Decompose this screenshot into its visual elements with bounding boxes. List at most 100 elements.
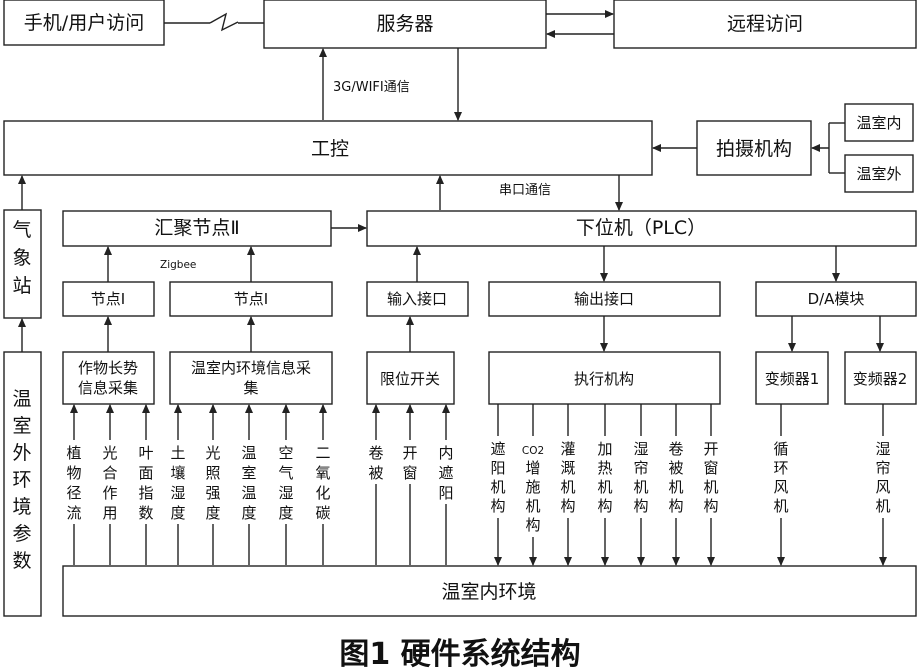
- phone-access-box: [3, 0, 165, 46]
- outdoor-params-char: 室: [12, 415, 31, 437]
- serial-link-label: 串口通信: [499, 183, 551, 198]
- sensor-label-char: 温: [241, 444, 256, 462]
- actuator-label-char: 构: [490, 497, 505, 515]
- crop-growth-label-line: 信息采集: [78, 379, 138, 397]
- sensor-label-char: 氧: [315, 464, 330, 482]
- sensor-label-char: 径: [66, 484, 81, 502]
- actuator-label-char: 机: [525, 497, 540, 515]
- sensor-label-char: 度: [170, 504, 185, 522]
- actuator-label-char: 热: [597, 459, 612, 477]
- actuator-label-char: 阳: [490, 459, 505, 477]
- sensor-label-bg: [367, 440, 385, 484]
- remote-access-label: 远程访问: [727, 13, 803, 35]
- outdoor-params-char: 数: [12, 550, 31, 572]
- camera-unit-box: [696, 120, 812, 176]
- indoor-env-label: 温室内环境: [441, 581, 536, 603]
- actuator-label-bg: [630, 436, 652, 518]
- actuator-label-char: 灌: [560, 440, 575, 458]
- sensor-label-char: 二: [315, 444, 330, 462]
- actuator-label-char: 加: [597, 440, 612, 458]
- weather-station-char: 气: [12, 219, 31, 241]
- actuator-label-char: 机: [773, 497, 788, 515]
- outdoor-params-char: 境: [12, 496, 31, 518]
- actuator-label-char: 构: [633, 497, 648, 515]
- sink-node-box: [62, 210, 332, 247]
- actuator-label-bg: [770, 436, 792, 518]
- sensor-label-char: 碳: [315, 504, 330, 522]
- phone-access-label: 手机/用户访问: [24, 12, 144, 34]
- actuators-box: [488, 351, 721, 405]
- sensor-label-char: 度: [278, 504, 293, 522]
- limit-switch-box: [366, 351, 455, 405]
- sensor-label: 内遮阳: [437, 440, 455, 504]
- actuator-label-char: 施: [525, 478, 540, 496]
- actuator-label-char: 机: [668, 478, 683, 496]
- outdoor-params-box: [3, 351, 42, 617]
- crop-growth-label-line: 作物长势: [78, 359, 138, 377]
- inverter1-label: 变频器1: [765, 370, 820, 388]
- sensor-label-bg: [169, 440, 187, 524]
- actuator-label-char: 湿: [875, 440, 890, 458]
- outdoor-params-char: 参: [12, 523, 31, 545]
- zigbee-label: Zigbee: [160, 259, 196, 271]
- actuator-label-char: 机: [633, 478, 648, 496]
- sensor-label-char: 开: [402, 444, 417, 462]
- actuator-label-bg: [522, 436, 544, 537]
- actuator-label-char: 卷: [668, 440, 683, 458]
- sensor-label-char: 照: [205, 464, 220, 482]
- sensor-label-bg: [277, 440, 295, 524]
- sensor-label-char: 气: [278, 464, 293, 482]
- sensor-label-char: 流: [66, 504, 81, 522]
- output-interface-box: [488, 281, 721, 317]
- sensor-label-bg: [240, 440, 258, 524]
- outdoor-params-char: 外: [12, 442, 31, 464]
- sensor-label-char: 湿: [278, 484, 293, 502]
- sensor-label-char: 度: [205, 504, 220, 522]
- sensor-label-char: 化: [315, 484, 330, 502]
- actuator-label-bg: [594, 436, 616, 518]
- sink-node-label: 汇聚节点Ⅱ: [154, 217, 239, 239]
- sensor-label-char: 用: [102, 504, 117, 522]
- sensor-label-char: 窗: [402, 464, 417, 482]
- cam-outside-label: 温室外: [856, 165, 901, 183]
- sensor-label-char: 叶: [138, 444, 153, 462]
- actuator-label-char: 增: [525, 459, 540, 477]
- actuator-label-char: 帘: [875, 459, 890, 477]
- sensor-label-char: 空: [278, 444, 293, 462]
- actuator-label-char: 构: [560, 497, 575, 515]
- sensor-label-char: 阳: [438, 484, 453, 502]
- cam-outside-box: [844, 154, 914, 193]
- actuator-label-char: 构: [525, 516, 540, 534]
- sensor-label: 开窗: [401, 440, 419, 484]
- sensor-label-char: 物: [66, 464, 81, 482]
- input-interface-box: [366, 281, 469, 317]
- sensor-label-bg: [401, 440, 419, 484]
- da-module-box: [755, 281, 917, 317]
- node-left-label: 节点Ⅰ: [91, 290, 125, 308]
- actuator-label-char: 风: [773, 478, 788, 496]
- server-box: [263, 0, 547, 49]
- cam-inside-label: 温室内: [856, 114, 901, 132]
- indoor-env-box: [62, 565, 917, 617]
- wireless-zigzag-icon: [209, 12, 239, 32]
- actuator-label-char: 窗: [703, 459, 718, 477]
- actuator-label-char: 被: [668, 459, 683, 477]
- sensor-label-char: 光: [205, 444, 220, 462]
- industrial-pc-box: [3, 120, 653, 176]
- weather-station-char: 象: [12, 247, 31, 269]
- actuator-label-char: 机: [875, 497, 890, 515]
- actuator-label-char: 机: [560, 478, 575, 496]
- sensor-label-char: 植: [66, 444, 81, 462]
